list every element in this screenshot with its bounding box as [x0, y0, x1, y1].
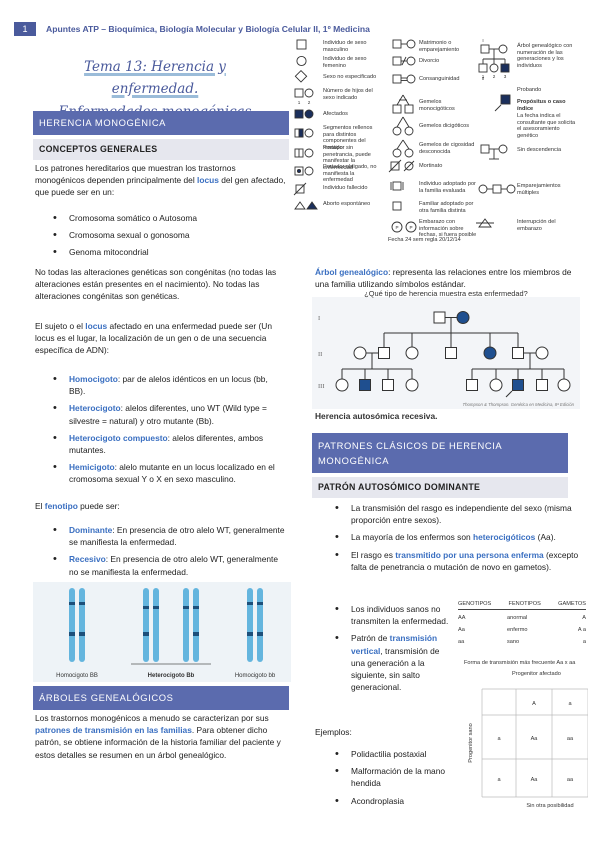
list-item: Genoma mitocondrial [50, 245, 286, 261]
pedigree-question: ¿Qué tipo de herencia muestra esta enfer… [364, 289, 528, 298]
chromosome-pair-bb-homo [69, 588, 85, 662]
page-number: 1 [14, 22, 36, 36]
gen-label: I [318, 315, 320, 322]
svg-text:Sin otra posibilidad: Sin otra posibilidad [526, 803, 573, 809]
punnett-square: Forma de transmisión más frecuente Aa x … [464, 660, 588, 809]
list-cigosidad: Homocigoto: par de alelos idénticos en u… [50, 372, 286, 491]
svg-text:II: II [482, 76, 485, 81]
svg-text:Aa: Aa [531, 736, 539, 742]
paragraph-arbol-genealogico: Árbol genealógico: representa las relaci… [315, 267, 572, 290]
examples-label: Ejemplos: [315, 727, 352, 737]
page-header: 1 Apuntes ATP – Bioquímica, Biología Mol… [0, 0, 599, 36]
svg-text:I: I [482, 38, 483, 43]
list-item: Homocigoto: par de alelos idénticos en u… [50, 372, 286, 397]
paragraph-congenitas: No todas las alteraciones genéticas son … [35, 267, 277, 302]
chrom-label: Homocigoto BB [56, 673, 98, 679]
pedigree-figure: ¿Qué tipo de herencia muestra esta enfer… [312, 289, 580, 409]
list-item: La mayoría de los enfermos son heterocig… [332, 530, 582, 546]
course-header: Apuntes ATP – Bioquímica, Biología Molec… [46, 24, 370, 34]
paragraph-arboles: Los trastornos monogénicos a menudo se c… [35, 713, 281, 760]
section-band-herencia: HERENCIA MONOGÉNICA [33, 111, 289, 135]
list-item: Polidactilia postaxial [332, 747, 450, 763]
list-item: Malformación de la mano hendida [332, 764, 450, 789]
list-item: Cromosoma sexual o gonosoma [50, 228, 286, 244]
list-item: Heterocigoto compuesto: alelos diferente… [50, 431, 286, 456]
paragraph-patrones: Los patrones hereditarios que muestran l… [35, 163, 286, 198]
svg-text:3: 3 [504, 74, 507, 79]
chrom-label: Heterocigoto Bb [148, 673, 195, 679]
svg-text:a: a [497, 777, 501, 783]
gen-label: III [318, 383, 325, 390]
svg-text:aa: aa [567, 736, 574, 742]
svg-text:1: 1 [482, 74, 485, 79]
section-band-arboles: ÁRBOLES GENEALÓGICOS [33, 686, 289, 710]
svg-text:A: A [532, 701, 536, 707]
list-item: Cromosoma somático o Autosoma [50, 211, 286, 227]
gen-label: II [318, 351, 322, 358]
list-item: Patrón de transmisión vertical, transmis… [332, 631, 450, 693]
pedigree-caption: Herencia autosómica recesiva. [315, 411, 438, 421]
list-examples: Polidactilia postaxial Malformación de l… [332, 747, 450, 812]
paragraph-locus: El sujeto o el locus afectado en una enf… [35, 321, 272, 356]
svg-text:P: P [409, 225, 412, 230]
list-item: Acondroplasia [332, 794, 450, 810]
subsection-conceptos: CONCEPTOS GENERALES [33, 139, 289, 160]
list-item: Hemicigoto: alelo mutante en un locus lo… [50, 460, 286, 485]
list-cromosomas: Cromosoma somático o Autosoma Cromosoma … [50, 211, 286, 264]
svg-text:Aa: Aa [531, 777, 539, 783]
subsection-autosomico-dominante: PATRÓN AUTOSÓMICO DOMINANTE [312, 477, 568, 498]
svg-text:2: 2 [493, 74, 496, 79]
list-ad-characteristics: La transmisión del rasgo es independient… [332, 501, 582, 578]
svg-text:aa: aa [567, 777, 574, 783]
list-item: Recesivo: En presencia de otro alelo WT,… [50, 552, 286, 577]
list-item: Los individuos sanos no transmiten la en… [332, 602, 450, 627]
chrom-label: Homocigoto bb [235, 673, 276, 679]
pedigree-source: Thompson & Thompson. Genética en Medicin… [463, 402, 575, 407]
svg-text:Progenitor sano: Progenitor sano [468, 723, 474, 763]
svg-text:2: 2 [308, 100, 311, 105]
paragraph-fenotipo: El fenotipo puede ser: [35, 501, 120, 511]
list-fenotipo: Dominante: En presencia de otro alelo WT… [50, 523, 286, 583]
list-ad-characteristics-2: Los individuos sanos no transmiten la en… [332, 602, 450, 698]
section-band-patrones: PATRONES CLÁSICOS DE HERENCIA MONOGÉNICA [312, 433, 568, 474]
svg-text:1: 1 [298, 100, 301, 105]
list-item: Heterocigoto: alelos diferentes, uno WT … [50, 401, 286, 426]
svg-text:a: a [568, 701, 572, 707]
svg-text:P: P [395, 225, 398, 230]
svg-text:a: a [497, 736, 501, 742]
list-item: La transmisión del rasgo es independient… [332, 501, 582, 526]
chromosome-figure: Homocigoto BB Heterocigoto Bb Homocigoto… [33, 582, 291, 682]
list-item: El rasgo es transmitido por una persona … [332, 548, 582, 573]
chromosome-pair-bb-homo-recessive [247, 588, 263, 662]
list-item: Dominante: En presencia de otro alelo WT… [50, 523, 286, 548]
